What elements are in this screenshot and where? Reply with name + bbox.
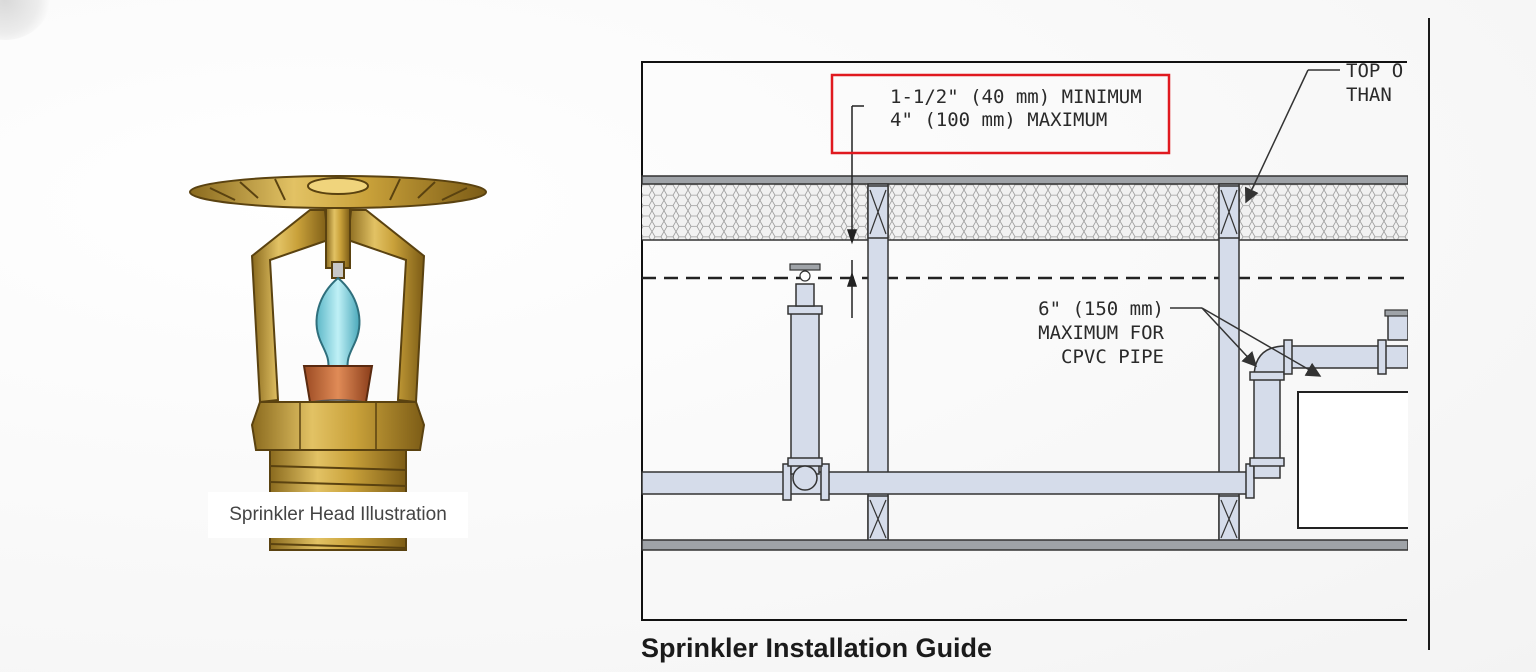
bulb-seat bbox=[302, 365, 374, 403]
deflector bbox=[189, 175, 487, 209]
framing-member-right bbox=[1218, 183, 1240, 543]
framing-member-left bbox=[867, 183, 889, 543]
sprinkler-drop-left bbox=[787, 263, 823, 491]
diagram-frame bbox=[641, 61, 1407, 621]
callout-highlight bbox=[830, 73, 1171, 155]
diagram-title: Sprinkler Installation Guide bbox=[641, 633, 993, 663]
cpvc-note-line2: MAXIMUM FOR bbox=[1038, 322, 1164, 344]
equipment-box bbox=[1297, 391, 1408, 529]
dimension-marker bbox=[846, 105, 864, 318]
frame bbox=[250, 207, 426, 404]
cpvc-leader-lines bbox=[1170, 307, 1322, 377]
cpvc-note-line1: 6" (150 mm) bbox=[1038, 298, 1164, 320]
callout-min-text: 1-1/2" (40 mm) MINIMUM bbox=[890, 86, 1142, 108]
ceiling-line-top bbox=[641, 175, 1408, 185]
corner-shadow bbox=[0, 0, 50, 40]
top-note-leader bbox=[1244, 69, 1340, 204]
main-pipe bbox=[641, 463, 1255, 501]
glass-bulb bbox=[315, 276, 361, 371]
panel-divider bbox=[1428, 18, 1430, 650]
hex-body bbox=[250, 401, 426, 451]
cpvc-note-line3: CPVC PIPE bbox=[1061, 346, 1164, 368]
top-note-line2: THAN bbox=[1346, 84, 1392, 106]
top-note-line1: TOP O bbox=[1346, 60, 1403, 82]
floor-line bbox=[641, 539, 1408, 551]
installation-diagram: 1-1/2" (40 mm) MINIMUM 4" (100 mm) MAXIM… bbox=[641, 60, 1408, 621]
sprinkler-caption: Sprinkler Head Illustration bbox=[208, 492, 468, 538]
callout-max-text: 4" (100 mm) MAXIMUM bbox=[890, 109, 1107, 131]
